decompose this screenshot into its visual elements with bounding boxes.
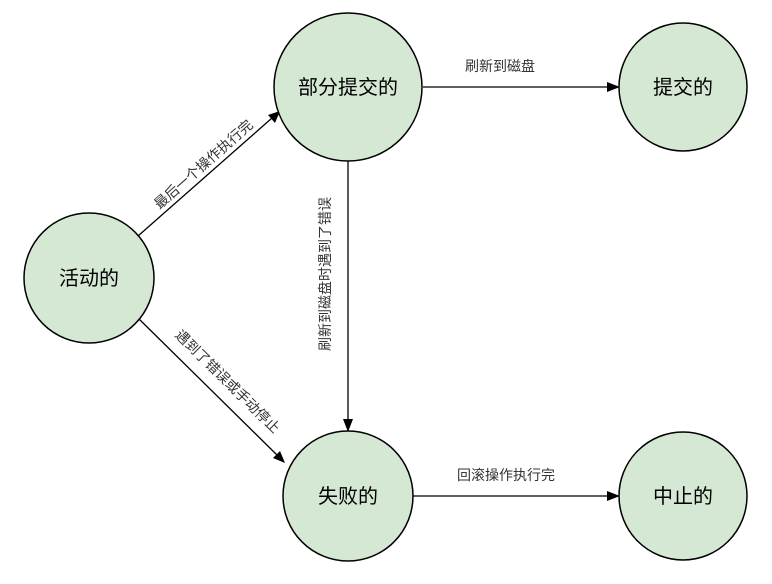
arrow-head-icon xyxy=(343,419,353,432)
node-aborted: 中止的 xyxy=(618,431,748,561)
edge-label-failed-to-aborted: 回滚操作执行完 xyxy=(457,467,555,484)
edge-label-partial-to-committed: 刷新到磁盘 xyxy=(465,58,535,75)
node-failed: 失败的 xyxy=(282,430,414,562)
node-label-failed: 失败的 xyxy=(318,484,378,508)
edge-label-partial-to-failed: 刷新到磁盘时遇到了错误 xyxy=(317,197,334,351)
node-label-committed: 提交的 xyxy=(653,75,713,99)
edge-partial-to-failed xyxy=(343,150,353,432)
node-partially-committed: 部分提交的 xyxy=(273,12,423,162)
arrow-head-icon xyxy=(607,491,620,501)
edge-active-to-failed xyxy=(137,317,285,463)
node-label-aborted: 中止的 xyxy=(653,484,713,508)
edge-active-to-partial xyxy=(137,111,280,237)
node-label-partially-committed: 部分提交的 xyxy=(298,75,398,99)
node-active: 活动的 xyxy=(23,212,155,344)
arrow-head-icon xyxy=(268,111,280,123)
edge-failed-to-aborted xyxy=(413,491,620,501)
edge-partial-to-committed xyxy=(423,82,620,92)
node-committed: 提交的 xyxy=(618,22,748,152)
arrow-head-icon xyxy=(607,82,620,92)
arrow-head-icon xyxy=(273,451,285,463)
edge-label-active-to-failed: 遇到了错误或手动停止 xyxy=(171,327,283,437)
node-label-active: 活动的 xyxy=(59,266,119,290)
edge-label-active-to-partial: 最后一个操作执行完 xyxy=(152,117,257,212)
